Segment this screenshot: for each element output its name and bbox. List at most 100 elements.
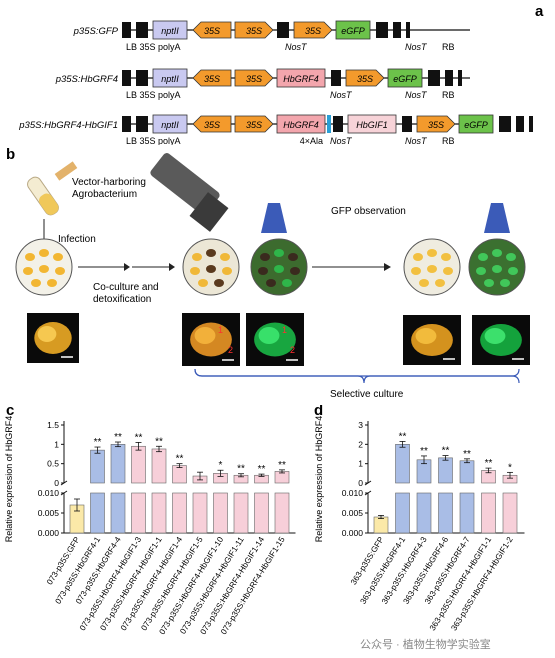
rb-label: RB <box>442 90 455 100</box>
gene-box <box>276 68 326 88</box>
gene-label: HbGRF4 <box>283 74 319 84</box>
lb-polya-label: LB 35S polyA <box>126 136 181 145</box>
gene-label: nptII <box>161 74 179 84</box>
terminator-block <box>445 70 453 86</box>
construct-diagram: a p35S:GFP nptII 35S 35S 35S eGFP LB 35S polyA… <box>18 3 544 145</box>
promoter-label: 35S <box>246 26 262 36</box>
gene-label: eGFP <box>464 120 488 130</box>
significance-label: ** <box>485 458 493 469</box>
y-tick-label: 1 <box>358 459 363 469</box>
promoter-label: 35S <box>204 74 220 84</box>
selective-culture-label: Selective culture <box>330 389 404 400</box>
bar <box>395 492 410 534</box>
light-beam-icon <box>484 203 510 233</box>
terminator-block <box>122 22 131 38</box>
y-tick-label: 0.000 <box>38 528 60 538</box>
bar <box>502 492 518 534</box>
gene-box <box>347 114 397 134</box>
promoter-label: 35S <box>305 26 321 36</box>
significance-label: ** <box>155 436 163 447</box>
panel-label-d: d <box>314 405 323 419</box>
y-tick-label: 3 <box>358 420 363 430</box>
terminator-block <box>458 70 462 86</box>
terminator-block <box>428 70 440 86</box>
petri-dish <box>403 238 461 296</box>
nost-label: NosT <box>285 42 308 52</box>
promoter-arrow <box>234 21 274 39</box>
bar <box>416 492 432 534</box>
y-axis-label: Relative expression of HbGRF4 <box>4 416 14 543</box>
construct-name: p35S:GFP <box>73 26 119 37</box>
y-tick-label: 0.000 <box>342 528 364 538</box>
vector-label-line2: Agrobacterium <box>72 189 137 200</box>
terminator-block <box>136 116 148 132</box>
promoter-arrow <box>416 115 456 133</box>
gene-box <box>458 114 494 134</box>
bar <box>90 492 105 534</box>
callus-photo <box>403 315 461 365</box>
panel-label-c: c <box>6 405 14 419</box>
construct-name: p35S:HbGRF4-HbGIF1 <box>18 120 118 131</box>
significance-label: ** <box>442 446 450 457</box>
promoter-label: 35S <box>204 120 220 130</box>
rb-label: RB <box>442 42 455 52</box>
terminator-block <box>136 22 148 38</box>
terminator-block <box>516 116 524 132</box>
bar <box>438 457 453 484</box>
bar <box>151 448 167 484</box>
terminator-block <box>122 70 131 86</box>
significance-label: ** <box>237 464 245 475</box>
gene-label: eGFP <box>393 74 417 84</box>
promoter-label: 35S <box>204 26 220 36</box>
promoter-arrow <box>345 69 385 87</box>
construct-name: p35S:HbGRF4 <box>55 74 118 85</box>
bar <box>459 460 475 484</box>
y-tick-label: 1 <box>54 439 59 449</box>
terminator-block <box>376 22 388 38</box>
ala-label: 4×Ala <box>300 136 323 145</box>
bar <box>395 444 410 484</box>
vector-label-line1: Vector-harboring <box>72 177 146 188</box>
promoter-label: 35S <box>246 74 262 84</box>
bar <box>481 492 496 534</box>
coculture-label-line2: detoxification <box>93 294 151 305</box>
bar <box>172 492 187 534</box>
ala-linker <box>327 115 331 133</box>
nost-label: NosT <box>405 90 428 100</box>
y-tick-label: 1.5 <box>47 420 59 430</box>
y-tick-label: 0.010 <box>342 488 364 498</box>
gene-box <box>276 114 326 134</box>
promoter-arrow <box>192 115 232 133</box>
callus-photo <box>27 313 79 363</box>
mark-label: 2 <box>290 345 295 355</box>
nost-label: NosT <box>330 90 353 100</box>
mark-label: 1 <box>282 325 287 335</box>
gene-box <box>152 20 188 40</box>
petri-dish <box>182 238 240 296</box>
bar <box>172 465 187 484</box>
bar <box>192 492 208 534</box>
bar <box>373 516 389 534</box>
y-tick-label: 0.010 <box>38 488 60 498</box>
promoter-arrow <box>234 115 274 133</box>
bar <box>110 444 126 484</box>
workflow-diagram: b Vector-harboring Agrobacterium Infecti… <box>6 146 530 400</box>
y-tick-label: 0.005 <box>38 508 60 518</box>
infection-label: Infection <box>58 234 96 245</box>
culture-tube-icon <box>27 161 78 216</box>
significance-label: ** <box>135 432 143 443</box>
promoter-label: 35S <box>428 120 444 130</box>
gene-label: HbGIF1 <box>356 120 388 130</box>
panel-label-a: a <box>535 3 544 20</box>
gene-box <box>335 20 371 40</box>
significance-label: ** <box>94 437 102 448</box>
coculture-label-line1: Co-culture and <box>93 282 159 293</box>
expression-charts: c d 公众号 · 植物生物学实验室 00.511.50.0000.0050.0… <box>4 405 525 651</box>
y-tick-label: 0.005 <box>342 508 364 518</box>
gene-label: eGFP <box>341 26 365 36</box>
significance-label: ** <box>114 432 122 443</box>
bar <box>131 492 146 534</box>
terminator-block <box>122 116 131 132</box>
lb-polya-label: LB 35S polyA <box>126 90 181 100</box>
nost-label: NosT <box>405 136 428 145</box>
